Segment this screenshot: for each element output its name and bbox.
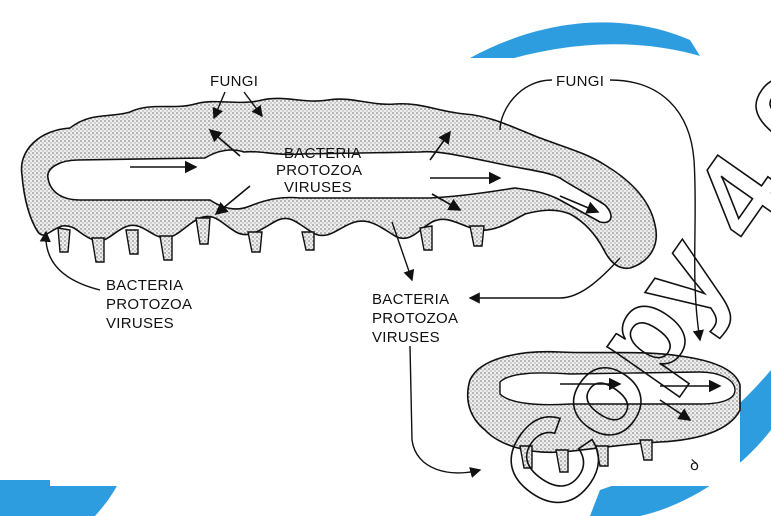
label-left-bacteria: BACTERIA [106,277,183,294]
label-fungi-right: FUNGI [556,73,604,90]
label-center-bacteria: BACTERIA [284,145,361,162]
blue-swoosh-top [470,22,700,62]
label-left-viruses: VIRUSES [106,315,174,332]
label-center-protozoa: PROTOZOA [276,162,362,179]
label-fungi-left: FUNGI [210,73,258,90]
label-left-protozoa: PROTOZOA [106,296,192,313]
label-mid-viruses: VIRUSES [372,329,440,346]
label-mid-bacteria: BACTERIA [372,291,449,308]
signature-mark: ꝺ [690,457,699,474]
label-center-viruses: VIRUSES [284,179,352,196]
label-mid-protozoa: PROTOZOA [372,310,458,327]
